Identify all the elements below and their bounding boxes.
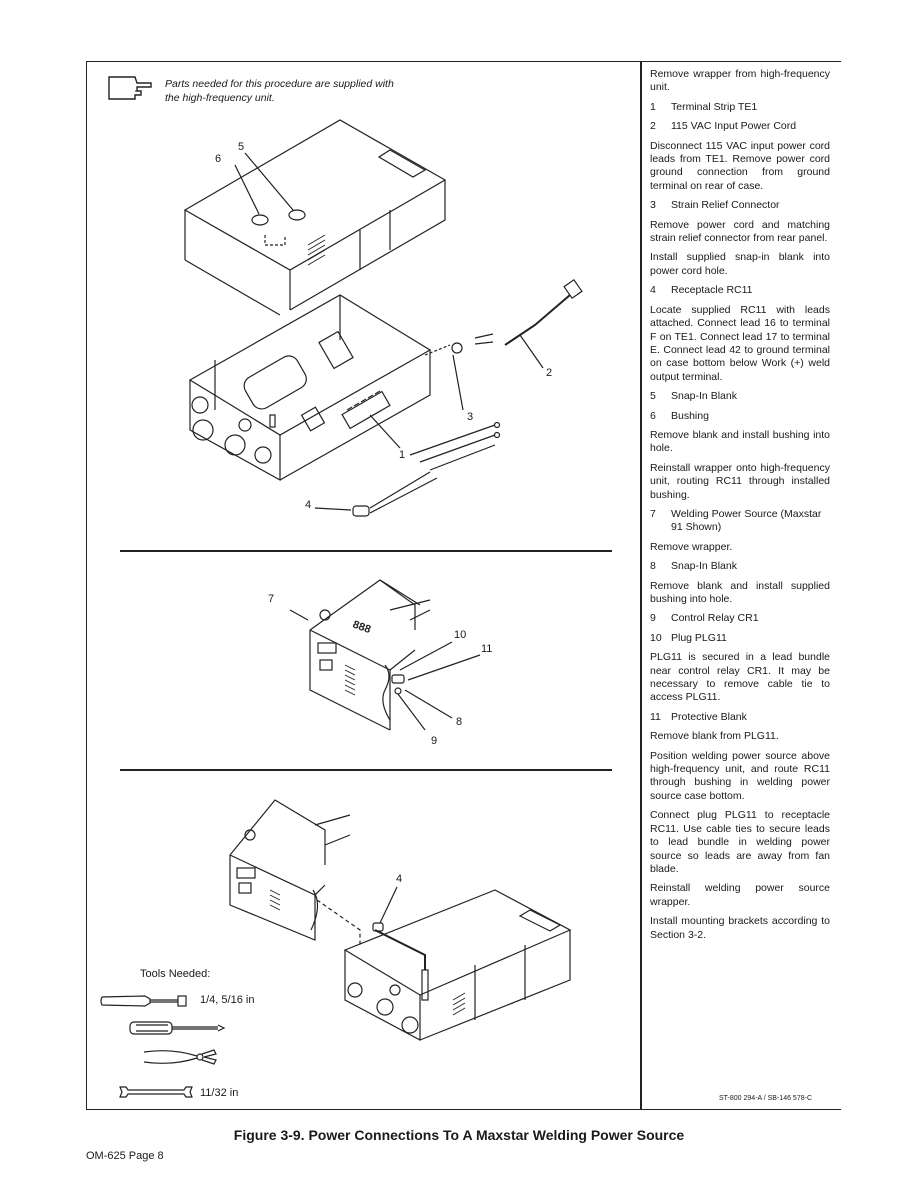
callout-8: 8 — [456, 716, 463, 728]
step-number: 1 — [650, 100, 656, 113]
callout-5: 5 — [238, 141, 245, 153]
figure-caption: Figure 3-9. Power Connections To A Maxst… — [233, 1127, 685, 1143]
step-number: 8 — [650, 560, 656, 573]
callout-4-bottom: 4 — [396, 873, 403, 885]
callout-10: 10 — [454, 629, 467, 641]
step-item: 1 Terminal Strip TE1 — [650, 101, 830, 114]
step-number: 9 — [650, 612, 656, 625]
callout-11: 11 — [481, 643, 493, 655]
display-digits: 888 — [351, 619, 372, 637]
callout-6: 6 — [215, 153, 222, 165]
step-instruction: Remove wrapper. — [650, 540, 733, 553]
step-label: Welding Power Source (Maxstar 91 Shown) — [671, 507, 822, 534]
step-label: Terminal Strip TE1 — [671, 100, 758, 113]
step-instruction: Remove blank and install supplied bushin… — [650, 579, 830, 605]
step-item: 7 Welding Power Source (Maxstar 91 Shown) — [650, 508, 830, 535]
step-instruction: Connect plug PLG11 to receptacle RC11. U… — [650, 809, 830, 875]
step-instruction: Remove blank from PLG11. — [650, 730, 779, 743]
callout-9: 9 — [431, 735, 438, 747]
socket-size-label: 1/4, 5/16 in — [200, 994, 255, 1006]
step-number: 10 — [650, 631, 662, 644]
step-instruction: Disconnect 115 VAC input power cord lead… — [650, 139, 830, 192]
parts-note: Parts needed for this procedure are supp… — [165, 78, 394, 104]
step-label: Control Relay CR1 — [671, 612, 759, 625]
step-item: 3 Strain Relief Connector — [650, 199, 830, 212]
step-instruction: Reinstall welding power source wrapper. — [650, 882, 830, 908]
step-number: 2 — [650, 120, 656, 133]
wrench-size-label: 11/32 in — [200, 1087, 239, 1099]
high-frequency-unit-exploded-view — [183, 119, 583, 517]
step-instruction: Locate supplied RC11 with leads attached… — [650, 303, 830, 383]
step-instruction: Reinstall wrapper onto high-frequency un… — [650, 461, 830, 501]
section-divider — [120, 769, 612, 771]
step-item: 10 Plug PLG11 — [650, 632, 830, 645]
step-label: Receptacle RC11 — [671, 284, 753, 297]
step-number: 7 — [650, 507, 656, 520]
section-divider — [120, 550, 612, 552]
step-label: Strain Relief Connector — [671, 199, 780, 212]
step-label: Snap-In Blank — [671, 390, 737, 403]
step-instruction: Position welding power source above high… — [650, 749, 830, 802]
step-item: 2 115 VAC Input Power Cord — [650, 120, 830, 133]
callout-1: 1 — [399, 449, 406, 461]
assembled-units-view — [229, 799, 572, 1041]
step-item: 4 Receptacle RC11 — [650, 284, 830, 297]
callout-2: 2 — [546, 367, 553, 379]
step-label: 115 VAC Input Power Cord — [671, 120, 797, 133]
figure-frame — [86, 61, 841, 1110]
procedure-steps: Remove wrapper from high-frequency unit.… — [650, 68, 830, 948]
step-label: Bushing — [671, 409, 709, 422]
callout-3: 3 — [467, 411, 474, 423]
screwdriver-icon — [129, 1021, 226, 1035]
step-instruction: PLG11 is secured in a lead bundle near c… — [650, 651, 830, 704]
page-number: OM-625 Page 8 — [86, 1150, 164, 1162]
pointing-hand-icon — [108, 76, 152, 100]
step-instruction: Install mounting brackets according to S… — [650, 915, 830, 941]
tools-needed-title: Tools Needed: — [140, 968, 211, 980]
socket-driver-icon — [100, 995, 187, 1007]
pliers-icon — [143, 1049, 217, 1065]
document-reference: ST-800 294-A / SB-146 578-C — [719, 1095, 812, 1102]
step-item: 8 Snap-In Blank — [650, 560, 830, 573]
step-instruction: Remove wrapper from high-frequency unit. — [650, 68, 830, 94]
step-item: 9 Control Relay CR1 — [650, 612, 830, 625]
step-number: 11 — [650, 710, 661, 723]
column-divider — [640, 61, 642, 1110]
callout-7: 7 — [268, 593, 275, 605]
step-label: Plug PLG11 — [671, 631, 727, 644]
step-number: 5 — [650, 390, 656, 403]
step-label: Protective Blank — [671, 710, 747, 723]
welding-power-source-view: 888 — [289, 579, 481, 731]
step-item: 6 Bushing — [650, 410, 830, 423]
wrench-icon — [119, 1086, 193, 1098]
step-number: 3 — [650, 199, 656, 212]
step-label: Snap-In Blank — [671, 560, 737, 573]
step-number: 4 — [650, 284, 656, 297]
step-instruction: Remove power cord and matching strain re… — [650, 218, 830, 245]
step-instruction: Install supplied snap-in blank into powe… — [650, 251, 830, 277]
step-instruction: Remove blank and install bushing into ho… — [650, 428, 830, 455]
step-number: 6 — [650, 409, 656, 422]
step-item: 11 Protective Blank — [650, 711, 830, 724]
callout-4-top: 4 — [305, 499, 312, 511]
step-item: 5 Snap-In Blank — [650, 390, 830, 403]
